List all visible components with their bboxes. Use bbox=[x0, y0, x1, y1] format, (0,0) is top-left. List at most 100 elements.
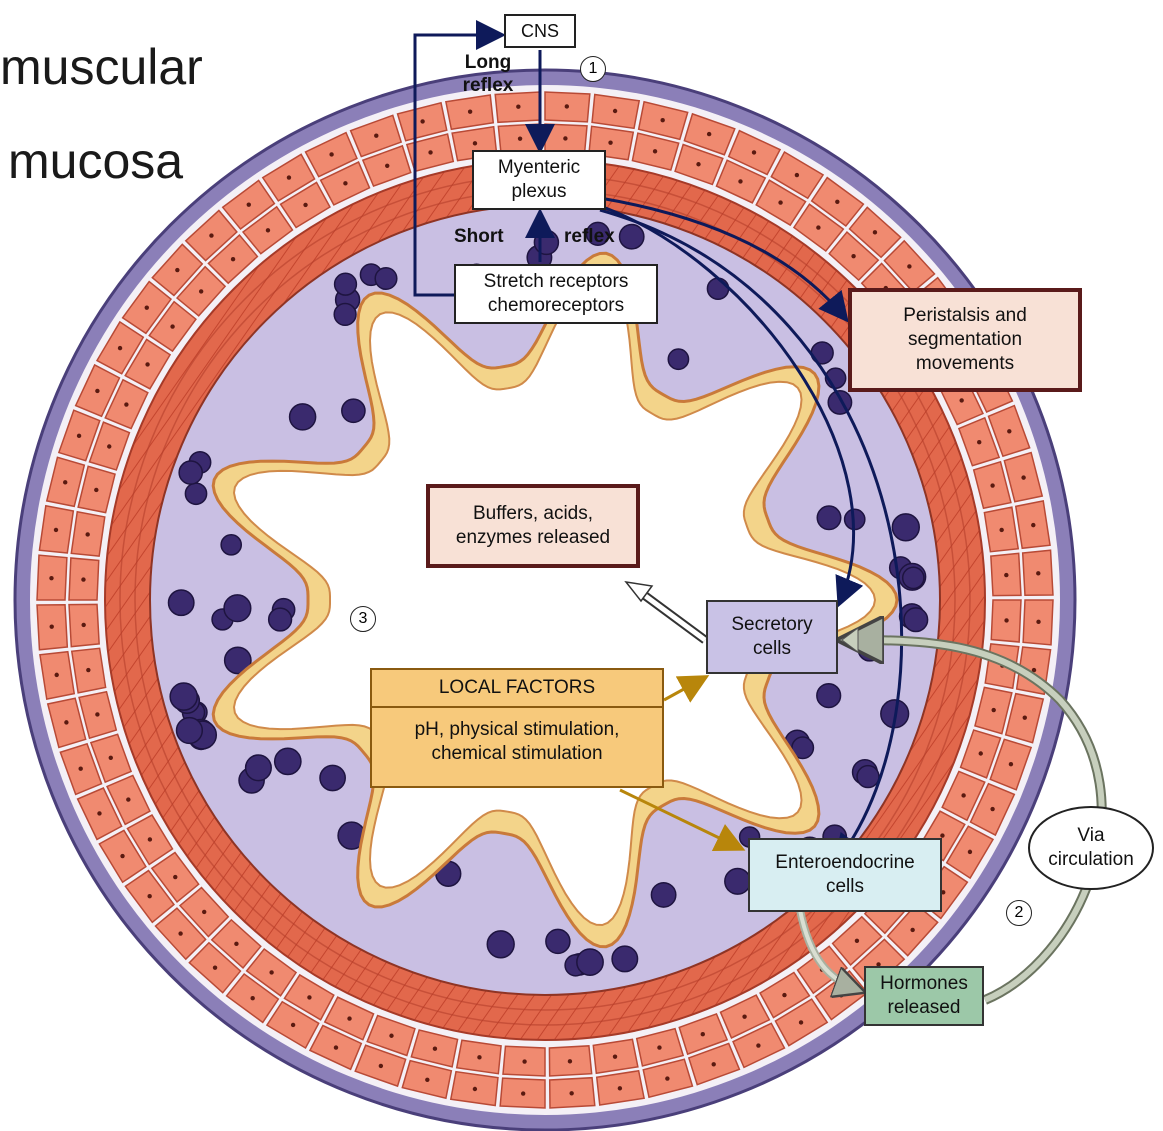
cell-nucleus bbox=[835, 200, 839, 204]
cell-nucleus bbox=[231, 257, 235, 261]
cell-nucleus bbox=[420, 119, 424, 123]
cell-nucleus bbox=[756, 1043, 760, 1047]
gland-cell bbox=[612, 946, 637, 971]
cell-nucleus bbox=[660, 118, 664, 122]
cell-nucleus bbox=[379, 1064, 383, 1068]
cell-nucleus bbox=[712, 1062, 716, 1066]
cell-nucleus bbox=[428, 150, 432, 154]
gland-cell bbox=[224, 595, 251, 622]
cell-nucleus bbox=[1036, 620, 1040, 624]
gland-cell bbox=[320, 765, 345, 790]
cell-nucleus bbox=[147, 894, 151, 898]
cell-nucleus bbox=[95, 389, 99, 393]
cell-nucleus bbox=[291, 1023, 295, 1027]
cell-nucleus bbox=[477, 1055, 481, 1059]
gland-cell bbox=[707, 278, 728, 299]
gland-cell bbox=[725, 869, 751, 895]
cell-nucleus bbox=[97, 811, 101, 815]
cell-nucleus bbox=[81, 577, 85, 581]
cell-nucleus bbox=[799, 1020, 803, 1024]
cell-nucleus bbox=[385, 164, 389, 168]
cell-nucleus bbox=[202, 910, 206, 914]
cns-box: CNS bbox=[504, 14, 576, 48]
cell-nucleus bbox=[1004, 573, 1008, 577]
myenteric-plexus-label: Myenteric plexus bbox=[498, 156, 580, 204]
gland-cell bbox=[334, 304, 356, 326]
hormones-released-label: Hormones released bbox=[880, 972, 968, 1020]
stretch-receptors-label: Stretch receptors chemoreceptors bbox=[484, 270, 629, 318]
cell-nucleus bbox=[521, 1091, 525, 1095]
gland-cell bbox=[892, 514, 919, 541]
cell-nucleus bbox=[107, 444, 111, 448]
cell-nucleus bbox=[77, 434, 81, 438]
gland-cell bbox=[903, 567, 924, 588]
gland-cell bbox=[246, 755, 272, 781]
cell-nucleus bbox=[959, 398, 963, 402]
cell-nucleus bbox=[613, 109, 617, 113]
cell-nucleus bbox=[145, 362, 149, 366]
cell-nucleus bbox=[907, 264, 911, 268]
gland-cell bbox=[168, 590, 193, 615]
cell-nucleus bbox=[250, 996, 254, 1000]
cell-nucleus bbox=[343, 181, 347, 185]
gland-cell bbox=[185, 483, 206, 504]
cell-nucleus bbox=[665, 1076, 669, 1080]
cell-nucleus bbox=[782, 993, 786, 997]
cell-nucleus bbox=[979, 751, 983, 755]
cell-nucleus bbox=[55, 673, 59, 677]
cell-nucleus bbox=[738, 179, 742, 183]
cell-nucleus bbox=[968, 850, 972, 854]
cell-nucleus bbox=[1031, 523, 1035, 527]
cell-nucleus bbox=[50, 624, 54, 628]
local-factors-title: LOCAL FACTORS bbox=[372, 670, 662, 708]
peristalsis-label: Peristalsis and segmentation movements bbox=[903, 304, 1027, 375]
cell-nucleus bbox=[209, 233, 213, 237]
cell-nucleus bbox=[999, 528, 1003, 532]
cell-nucleus bbox=[563, 136, 567, 140]
gland-cell bbox=[857, 766, 879, 788]
cell-nucleus bbox=[653, 149, 657, 153]
myenteric-plexus-box: Myenteric plexus bbox=[472, 150, 606, 210]
cell-nucleus bbox=[78, 767, 82, 771]
cell-nucleus bbox=[425, 1078, 429, 1082]
cell-nucleus bbox=[178, 931, 182, 935]
gland-cell bbox=[375, 268, 397, 290]
gland-cell bbox=[577, 949, 603, 975]
cell-nucleus bbox=[518, 136, 522, 140]
cell-nucleus bbox=[173, 875, 177, 879]
cell-nucleus bbox=[334, 1045, 338, 1049]
cell-nucleus bbox=[329, 152, 333, 156]
buffers-box: Buffers, acids, enzymes released bbox=[426, 484, 640, 568]
mucosa-label: mucosa bbox=[8, 136, 183, 186]
cell-nucleus bbox=[618, 1086, 622, 1090]
cell-nucleus bbox=[961, 793, 965, 797]
cell-nucleus bbox=[613, 1054, 617, 1058]
enteroendocrine-cells-label: Enteroendocrine cells bbox=[775, 851, 914, 899]
cell-nucleus bbox=[54, 528, 58, 532]
cell-nucleus bbox=[303, 203, 307, 207]
cell-nucleus bbox=[86, 668, 90, 672]
cell-nucleus bbox=[1004, 618, 1008, 622]
cell-nucleus bbox=[126, 797, 130, 801]
step-3-marker: 3 bbox=[350, 606, 376, 632]
cell-nucleus bbox=[118, 346, 122, 350]
cell-nucleus bbox=[266, 228, 270, 232]
cell-nucleus bbox=[213, 965, 217, 969]
cell-nucleus bbox=[752, 150, 756, 154]
cell-nucleus bbox=[170, 324, 174, 328]
cell-nucleus bbox=[516, 105, 520, 109]
cell-nucleus bbox=[855, 939, 859, 943]
gland-cell bbox=[817, 506, 841, 530]
cell-nucleus bbox=[389, 1034, 393, 1038]
cell-nucleus bbox=[990, 483, 994, 487]
cell-nucleus bbox=[124, 402, 128, 406]
cell-nucleus bbox=[148, 837, 152, 841]
cell-nucleus bbox=[145, 305, 149, 309]
gland-cell bbox=[335, 273, 357, 295]
gland-cell bbox=[651, 883, 675, 907]
step-2-marker: 2 bbox=[1006, 900, 1032, 926]
gland-cell bbox=[534, 230, 558, 254]
gland-cell bbox=[177, 718, 203, 744]
cell-nucleus bbox=[992, 708, 996, 712]
